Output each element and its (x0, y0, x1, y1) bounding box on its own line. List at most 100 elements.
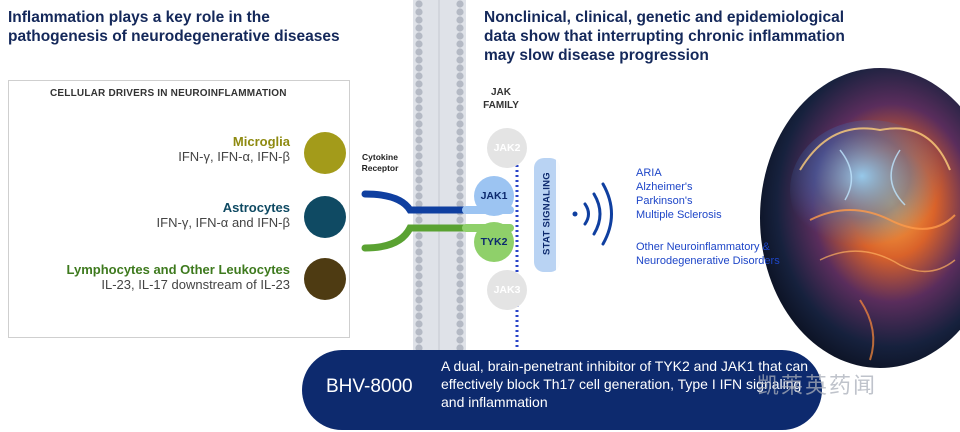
phospholipid-head (456, 0, 464, 8)
cellular-drivers-heading: CELLULAR DRIVERS IN NEUROINFLAMMATION (50, 88, 287, 99)
phospholipid-head (456, 152, 464, 160)
phospholipid-head (456, 80, 464, 88)
bhv-8000-banner (302, 350, 822, 430)
phospholipid-head (415, 80, 423, 88)
stat-signaling-label: STAT SIGNALING (541, 172, 553, 256)
cell-name: Astrocytes (222, 200, 290, 215)
phospholipid-head (456, 256, 464, 264)
stat-signaling-band (534, 158, 560, 272)
phospholipid-head (456, 24, 464, 32)
phospholipid-head (456, 264, 464, 272)
phospholipid-head (456, 168, 464, 176)
phospholipid-head (415, 104, 423, 112)
phospholipid-head (415, 56, 423, 64)
jak2-circle: JAK2 (487, 128, 527, 168)
phospholipid-head (456, 232, 464, 240)
disease-item: Multiple Sclerosis (636, 209, 722, 221)
disease-item: Alzheimer's (636, 181, 693, 193)
cell-row-lymphocytes: Lymphocytes and Other Leukocytes IL-23, … (20, 262, 290, 292)
phospholipid-head (456, 184, 464, 192)
brain-illustration (760, 68, 960, 368)
phospholipid-head (415, 304, 423, 312)
phospholipid-head (456, 8, 464, 16)
phospholipid-head (415, 328, 423, 336)
phospholipid-head (456, 320, 464, 328)
phospholipid-head (415, 64, 423, 72)
cell-detail: IL-23, IL-17 downstream of IL-23 (101, 277, 290, 292)
phospholipid-head (415, 240, 423, 248)
signal-wave-icon (592, 192, 602, 236)
cell-row-astrocytes: Astrocytes IFN-γ, IFN-α and IFN-β (20, 200, 290, 230)
phospholipid-head (415, 280, 423, 288)
lymphocytes-circle (304, 258, 346, 300)
phospholipid-head (456, 312, 464, 320)
phospholipid-head (456, 72, 464, 80)
cellular-drivers-panel (8, 80, 350, 338)
phospholipid-head (415, 0, 423, 8)
left-title: Inflammation plays a key role in the pat… (8, 9, 340, 45)
phospholipid-head (456, 112, 464, 120)
phospholipid-head (456, 328, 464, 336)
jak1-circle: JAK1 (474, 176, 514, 216)
phospholipid-head (415, 200, 423, 208)
phospholipid-head (415, 96, 423, 104)
phospholipid-head (456, 32, 464, 40)
cell-row-microglia: Microglia IFN-γ, IFN-α, IFN-β (20, 134, 290, 164)
phospholipid-head (456, 88, 464, 96)
phospholipid-head (415, 24, 423, 32)
phospholipid-head (456, 280, 464, 288)
phospholipid-head (415, 144, 423, 152)
phospholipid-head (415, 72, 423, 80)
phospholipid-head (415, 40, 423, 48)
phospholipid-head (415, 120, 423, 128)
signal-wave-icon (601, 182, 613, 246)
cytokine-receptor-label: Cytokine Receptor (361, 152, 399, 173)
phospholipid-head (456, 248, 464, 256)
disease-item: Neurodegenerative Disorders (636, 255, 780, 267)
phospholipid-head (456, 136, 464, 144)
tyk2-circle: TYK2 (474, 222, 514, 262)
phospholipid-head (415, 320, 423, 328)
phospholipid-head (456, 144, 464, 152)
phospholipid-head (415, 232, 423, 240)
phospholipid-head (415, 248, 423, 256)
phospholipid-head (456, 128, 464, 136)
cell-name: Microglia (232, 134, 290, 149)
phospholipid-head (415, 88, 423, 96)
phospholipid-head (456, 304, 464, 312)
disease-item: Parkinson's (636, 195, 693, 207)
phospholipid-head (415, 192, 423, 200)
phospholipid-head (415, 184, 423, 192)
phospholipid-head (456, 272, 464, 280)
phospholipid-head (456, 160, 464, 168)
phospholipid-head (456, 216, 464, 224)
phospholipid-head (415, 16, 423, 24)
watermark-text: 凯莱英药闻 (757, 373, 878, 398)
signal-dot (572, 211, 578, 217)
phospholipid-head (415, 336, 423, 344)
phospholipid-head (456, 48, 464, 56)
phospholipid-head (456, 192, 464, 200)
phospholipid-head (415, 344, 423, 352)
phospholipid-head (415, 296, 423, 304)
bhv-8000-description: A dual, brain-penetrant inhibitor of TYK… (441, 358, 809, 410)
phospholipid-head (456, 344, 464, 352)
phospholipid-head (456, 336, 464, 344)
phospholipid-head (456, 240, 464, 248)
phospholipid-head (415, 216, 423, 224)
phospholipid-heads (415, 0, 464, 360)
disease-item: Other Neuroinflammatory & (636, 241, 770, 253)
disease-list: ARIA Alzheimer's Parkinson's Multiple Sc… (636, 166, 722, 222)
phospholipid-head (415, 160, 423, 168)
phospholipid-head (456, 200, 464, 208)
astrocytes-circle (304, 196, 346, 238)
receptor-chain-blue (361, 190, 474, 214)
microglia-circle (304, 132, 346, 174)
phospholipid-head (415, 152, 423, 160)
phospholipid-head (415, 272, 423, 280)
phospholipid-head (415, 256, 423, 264)
phospholipid-head (415, 176, 423, 184)
phospholipid-head (415, 312, 423, 320)
phospholipid-head (415, 128, 423, 136)
signal-wave-icon (583, 202, 590, 226)
